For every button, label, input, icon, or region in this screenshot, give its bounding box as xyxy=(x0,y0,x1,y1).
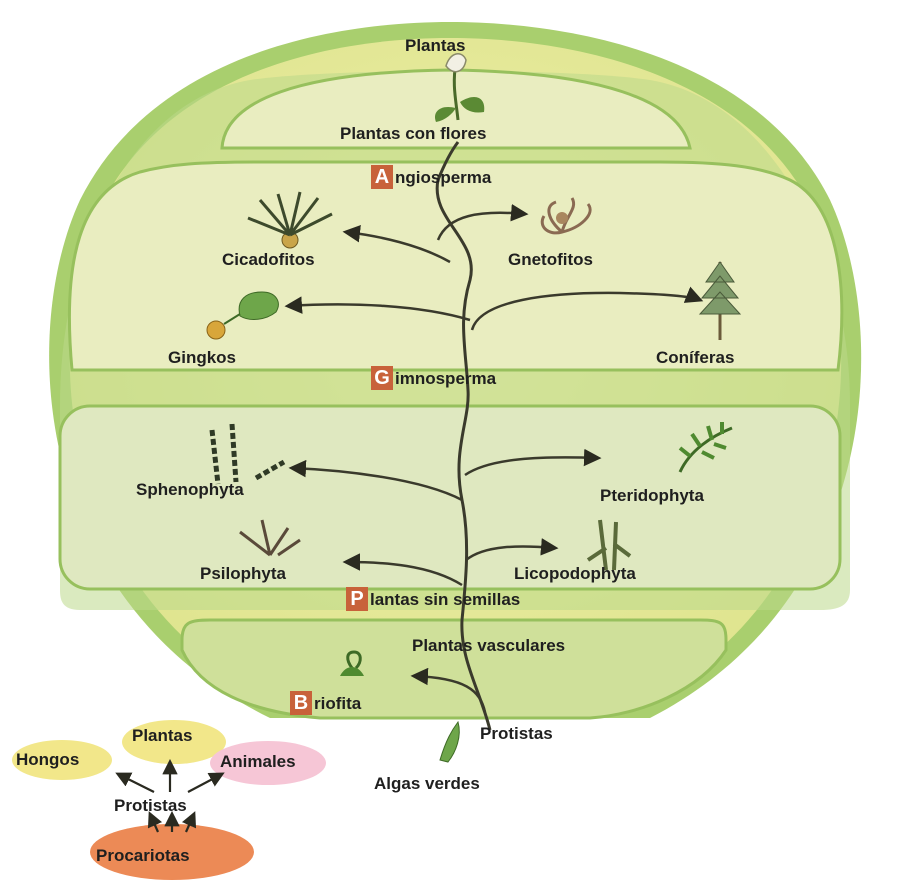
badge-briofita: B xyxy=(290,691,312,715)
label-licopodophyta: Licopodophyta xyxy=(514,564,636,584)
arrow-to-animales xyxy=(188,774,222,792)
label-plantas-con-flores: Plantas con flores xyxy=(340,124,486,144)
label-plantas-vasculares: Plantas vasculares xyxy=(412,636,565,656)
green-algae-icon xyxy=(440,722,459,762)
label-pteridophyta: Pteridophyta xyxy=(600,486,704,506)
panel-gimnosperma xyxy=(69,162,841,370)
label-cicadofitos: Cicadofitos xyxy=(222,250,315,270)
kingdom-animales: Animales xyxy=(220,752,296,772)
label-coniferas: Coníferas xyxy=(656,348,734,368)
label-psilophyta: Psilophyta xyxy=(200,564,286,584)
badge-sin-semillas: P xyxy=(346,587,368,611)
kingdom-procariotas: Procariotas xyxy=(96,846,190,866)
label-gnetofitos: Gnetofitos xyxy=(508,250,593,270)
label-protistas-main: Protistas xyxy=(480,724,553,744)
label-sin-semillas: lantas sin semillas xyxy=(370,588,520,612)
arrow-to-hongos xyxy=(118,774,154,792)
kingdom-protistas: Protistas xyxy=(114,796,187,816)
panel-briofita xyxy=(182,620,726,718)
label-sphenophyta: Sphenophyta xyxy=(136,480,244,500)
label-angiosperma: ngiosperma xyxy=(395,166,491,190)
label-gingkos: Gingkos xyxy=(168,348,236,368)
label-algas-verdes: Algas verdes xyxy=(374,774,480,794)
badge-gimnosperma: G xyxy=(371,366,393,390)
title-plantas: Plantas xyxy=(405,36,465,56)
badge-angiosperma: A xyxy=(371,165,393,189)
kingdom-hongos: Hongos xyxy=(16,750,79,770)
label-briofita: riofita xyxy=(314,692,361,716)
label-gimnosperma: imnosperma xyxy=(395,367,496,391)
kingdom-plantas: Plantas xyxy=(132,726,192,746)
